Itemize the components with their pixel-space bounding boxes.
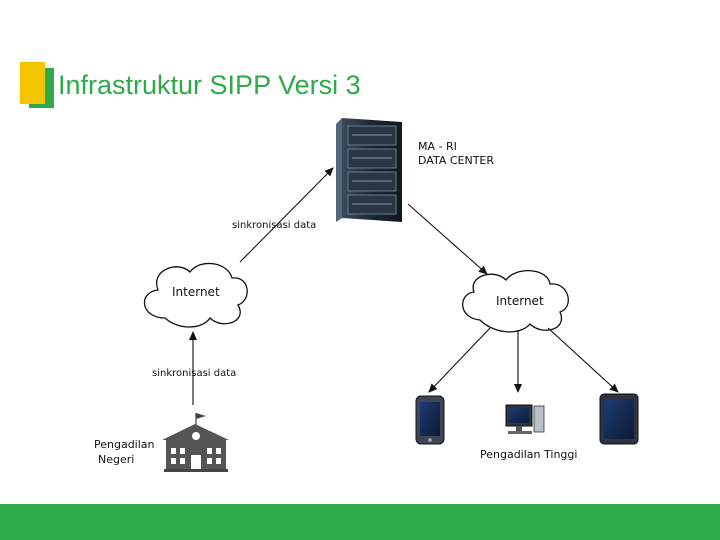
datacenter-label-line2: DATA CENTER [418,154,495,167]
title-accent-yellow [20,62,45,104]
pengadilan-negeri-label-line2: Negeri [98,453,135,466]
pengadilan-tinggi-label: Pengadilan Tinggi [480,448,578,461]
server-rack-icon [336,118,402,222]
cloud-left-icon [143,262,248,328]
arrow-internet-to-datacenter [239,167,334,263]
courthouse-icon [162,413,229,472]
arrow-internet-to-phone [428,327,491,393]
cloud-left-label: Internet [172,285,220,299]
sync-label-bottom: sinkronisasi data [152,368,237,379]
slide-title: Infrastruktur SIPP Versi 3 [58,70,361,100]
cloud-right-label: Internet [496,294,544,308]
datacenter-label-line1: MA - RI [418,140,457,153]
pengadilan-negeri-label-line1: Pengadilan [94,438,155,451]
slide-title-block: Infrastruktur SIPP Versi 3 [20,62,440,108]
arrow-internet-to-tablet [547,327,619,393]
footer-bar [0,504,720,540]
arrow-datacenter-to-internet [407,203,488,275]
desktop-computer-icon [505,404,545,434]
cloud-right-icon [462,269,569,333]
sync-label-top: sinkronisasi data [232,220,317,231]
smartphone-icon [415,395,445,445]
tablet-icon [599,393,639,445]
